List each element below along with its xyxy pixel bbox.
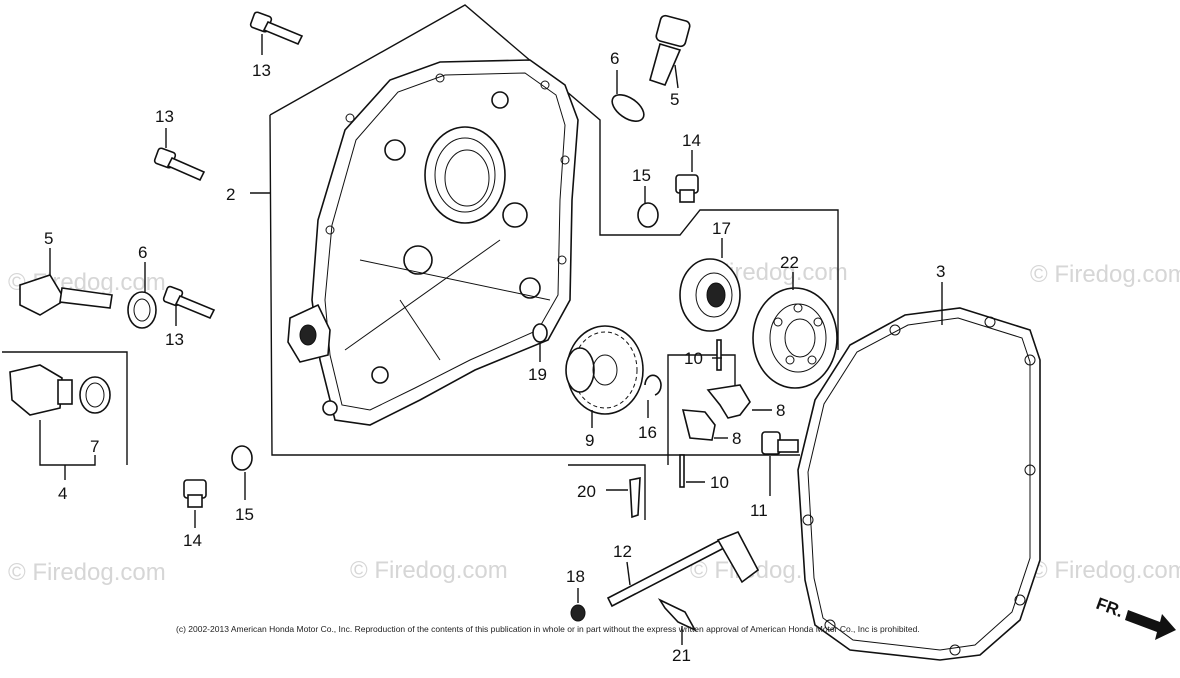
callout-10: 10 (684, 349, 703, 368)
callout-14: 14 (682, 131, 701, 150)
governor-weight-8a (706, 384, 751, 419)
copyright-notice: (c) 2002-2013 American Honda Motor Co., … (176, 624, 920, 634)
bolt-13-low (162, 285, 216, 320)
callout-12: 12 (613, 542, 632, 561)
bolt-13-top (249, 11, 304, 46)
callout-9: 9 (585, 431, 594, 450)
washer-18 (570, 604, 586, 622)
oil-filler-cap-kit (9, 364, 111, 416)
callout-8: 8 (732, 429, 741, 448)
cover-assembly-outline (269, 4, 839, 456)
callout-17: 17 (712, 219, 731, 238)
plug-14-right (675, 174, 699, 203)
pin-20 (629, 477, 641, 519)
clip-16 (644, 374, 662, 396)
washer-15-right (637, 202, 659, 228)
pin-10-upper (716, 339, 722, 371)
callout-16: 16 (638, 423, 657, 442)
callout-labels: 13 13 13 2 3 4 5 5 6 6 7 8 8 9 10 10 11 … (44, 49, 945, 665)
callout-6: 6 (138, 243, 147, 262)
bearing-17 (679, 258, 741, 332)
watermark: © Firedog.com (1030, 557, 1180, 584)
callout-4: 4 (58, 484, 67, 503)
crankcase-cover (287, 59, 579, 426)
direction-label: FR. (1094, 594, 1126, 621)
callout-13: 13 (155, 107, 174, 126)
clip-21 (657, 598, 697, 632)
pin-bracket-lower (568, 464, 646, 520)
callout-13: 13 (165, 330, 184, 349)
washer-15-left (231, 445, 253, 471)
callout-18: 18 (566, 567, 585, 586)
watermark: © Firedog.com (8, 559, 166, 586)
callout-6: 6 (610, 49, 619, 68)
plug-14-left (183, 479, 207, 508)
front-direction-indicator: FR. (1094, 594, 1176, 640)
callout-22: 22 (780, 253, 799, 272)
leader-12 (626, 561, 631, 586)
leader-4-7 (39, 420, 96, 466)
kit-bracket (2, 351, 128, 465)
callout-5: 5 (670, 90, 679, 109)
callout-14: 14 (183, 531, 202, 550)
oil-filler-5-left (19, 274, 113, 316)
callout-5: 5 (44, 229, 53, 248)
washer-6-left (127, 291, 157, 329)
gasket (797, 307, 1041, 661)
callout-20: 20 (577, 482, 596, 501)
callout-19: 19 (528, 365, 547, 384)
bearing-22 (752, 287, 838, 389)
callout-15: 15 (632, 166, 651, 185)
callout-13: 13 (252, 61, 271, 80)
watermark: © Firedog.com (350, 557, 508, 584)
washer-6-top (611, 94, 645, 122)
watermark: © Firedog.com (1030, 261, 1180, 288)
callout-8: 8 (776, 401, 785, 420)
callout-2: 2 (226, 185, 235, 204)
pin-bracket (667, 354, 736, 465)
governor-gear (565, 325, 644, 415)
pin-10-lower (679, 454, 685, 488)
oil-filler-5-top (649, 14, 691, 86)
callout-7: 7 (90, 437, 99, 456)
governor-shaft-12 (606, 530, 760, 608)
leader-5a (674, 64, 679, 89)
arrow-icon (1125, 610, 1176, 640)
bolt-11 (761, 431, 799, 455)
callout-10: 10 (710, 473, 729, 492)
callout-21: 21 (672, 646, 691, 665)
callout-3: 3 (936, 262, 945, 281)
callout-15: 15 (235, 505, 254, 524)
washer-19 (532, 323, 548, 343)
bolt-13-mid (153, 147, 206, 182)
callout-11: 11 (750, 501, 768, 520)
governor-weight-8b (681, 409, 716, 441)
